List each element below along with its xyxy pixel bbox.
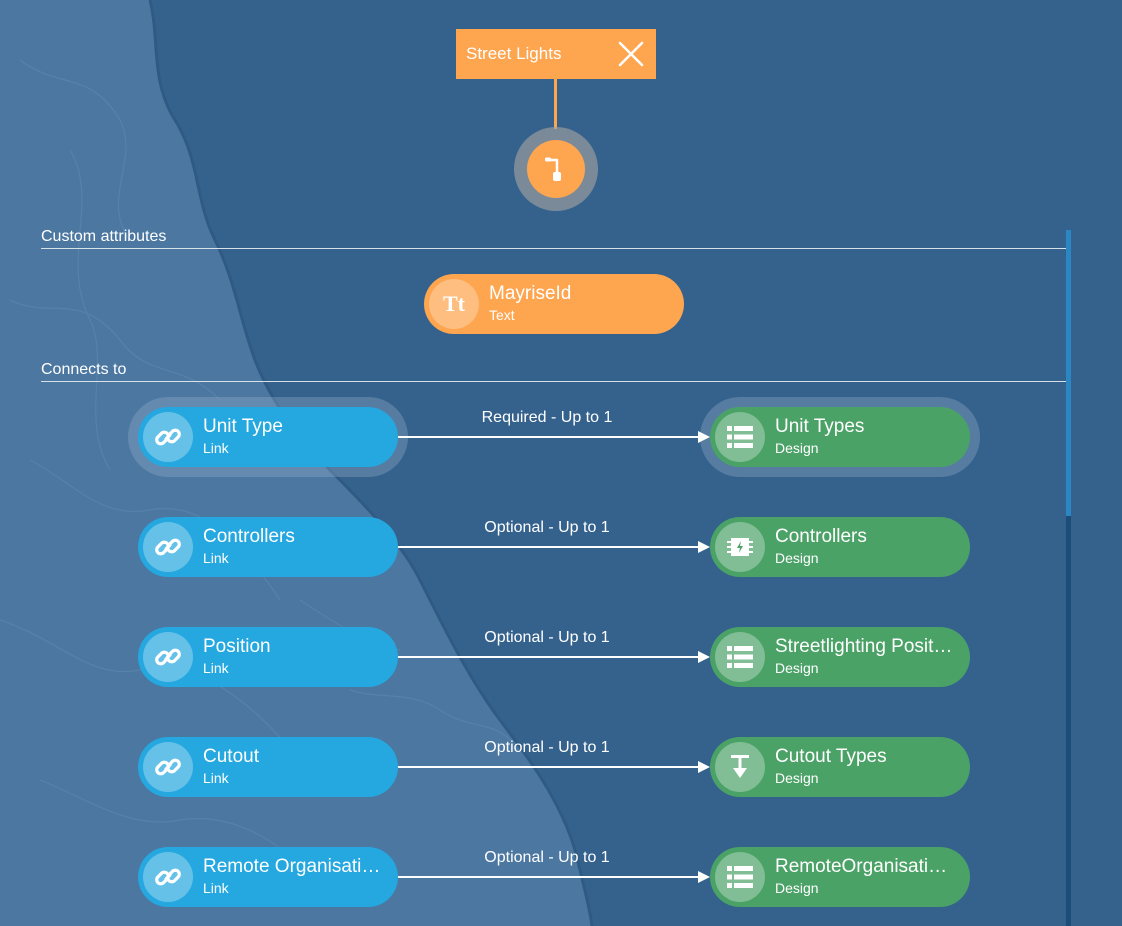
- design-name: RemoteOrganisati…: [775, 856, 948, 877]
- close-icon[interactable]: [618, 41, 644, 67]
- section-custom-attributes: Custom attributes: [41, 228, 167, 245]
- link-pill-remote-organisation[interactable]: Remote Organisati… Link: [138, 847, 398, 907]
- link-name: Cutout: [203, 746, 259, 767]
- cutout-icon: [715, 742, 765, 792]
- design-type: Design: [775, 880, 819, 896]
- link-type: Link: [203, 660, 229, 676]
- design-type: Design: [775, 660, 819, 676]
- design-pill-streetlighting-position[interactable]: Streetlighting Posit… Design: [710, 627, 970, 687]
- relation-label: Optional - Up to 1: [484, 519, 610, 536]
- relation-arrow: [398, 651, 710, 663]
- scrollbar-thumb[interactable]: [1066, 230, 1071, 516]
- link-type: Link: [203, 440, 229, 456]
- link-name: Controllers: [203, 526, 295, 547]
- link-icon: [143, 742, 193, 792]
- text-type-icon: Tt: [429, 279, 479, 329]
- link-pill-controllers[interactable]: Controllers Link: [138, 517, 398, 577]
- attribute-name: MayriseId: [489, 283, 572, 304]
- design-name: Cutout Types: [775, 746, 887, 767]
- relation-label: Optional - Up to 1: [484, 739, 610, 756]
- attribute-type: Text: [489, 307, 515, 323]
- chip-icon: [715, 522, 765, 572]
- design-type: Design: [775, 550, 819, 566]
- layer-title-tag: Street Lights: [456, 29, 656, 79]
- link-type: Link: [203, 550, 229, 566]
- link-type: Link: [203, 770, 229, 786]
- link-icon: [143, 522, 193, 572]
- list-icon: [715, 852, 765, 902]
- design-type: Design: [775, 770, 819, 786]
- design-pill-cutout-types[interactable]: Cutout Types Design: [710, 737, 970, 797]
- link-type: Link: [203, 880, 229, 896]
- street-light-hub[interactable]: [527, 140, 585, 198]
- attribute-pill-mayriseid[interactable]: Tt MayriseId Text: [424, 274, 684, 334]
- design-name: Streetlighting Posit…: [775, 636, 953, 657]
- street-light-icon: [545, 157, 561, 181]
- link-name: Position: [203, 636, 271, 657]
- design-pill-remote-organisation[interactable]: RemoteOrganisati… Design: [710, 847, 970, 907]
- connector-stem: [554, 79, 557, 129]
- section-connects-to: Connects to: [41, 361, 127, 378]
- relation-label: Required - Up to 1: [481, 409, 613, 426]
- design-name: Unit Types: [775, 416, 865, 437]
- section-divider: [41, 381, 1066, 382]
- link-name: Remote Organisati…: [203, 856, 381, 877]
- link-icon: [143, 852, 193, 902]
- relation-arrow: [398, 541, 710, 553]
- link-name: Unit Type: [203, 416, 283, 437]
- layer-title: Street Lights: [466, 44, 562, 63]
- list-icon: [715, 412, 765, 462]
- link-pill-cutout[interactable]: Cutout Link: [138, 737, 398, 797]
- link-pill-position[interactable]: Position Link: [138, 627, 398, 687]
- relation-arrow: [398, 871, 710, 883]
- design-pill-unit-types[interactable]: Unit Types Design: [710, 407, 970, 467]
- link-icon: [143, 412, 193, 462]
- scrollbar-track[interactable]: [1066, 230, 1071, 926]
- relation-arrow: [398, 431, 710, 443]
- list-icon: [715, 632, 765, 682]
- link-icon: [143, 632, 193, 682]
- design-pill-controllers[interactable]: Controllers Design: [710, 517, 970, 577]
- relation-label: Optional - Up to 1: [484, 629, 610, 646]
- text-type-glyph: Tt: [443, 291, 465, 316]
- relation-label: Optional - Up to 1: [484, 849, 610, 866]
- design-name: Controllers: [775, 526, 867, 547]
- section-divider: [41, 248, 1066, 249]
- link-pill-unit-type[interactable]: Unit Type Link: [138, 407, 398, 467]
- relation-arrow: [398, 761, 710, 773]
- design-type: Design: [775, 440, 819, 456]
